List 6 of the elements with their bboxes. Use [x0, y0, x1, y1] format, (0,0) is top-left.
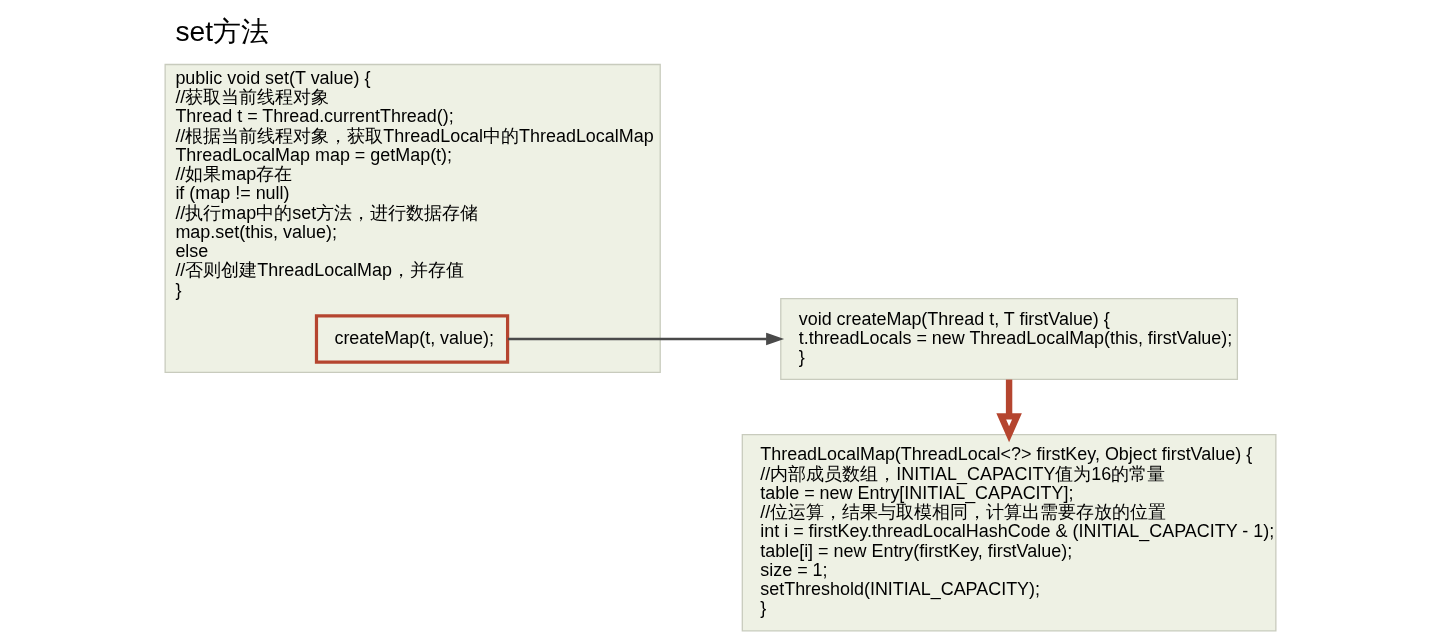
arrow — [507, 332, 784, 346]
node-box: ThreadLocalMap(ThreadLocal<?> firstKey, Object firstValue) { //内部成员数组，INITIAL_CAPACITY值为16的常量 table = new Entry[INITIAL_CAPACITY]; //位运算，结果与取模相同，计算出需要存放的位置 int i = firstKey.threadLocalHashCode & (INITIAL_CAPACITY - 1); table[i] = new Entry(firstKey, firstValue); size = 1; setThreshold(INITIAL_CAPACITY); } — [741, 433, 1276, 632]
node-box: void createMap(Thread t, T firstValue) { t.threadLocals = new ThreadLocalMap(this, firstValue); } — [779, 297, 1238, 381]
diagram-title: set方法 — [174, 14, 269, 47]
arrow — [995, 379, 1022, 443]
node-box: createMap(t, value); — [314, 314, 509, 364]
